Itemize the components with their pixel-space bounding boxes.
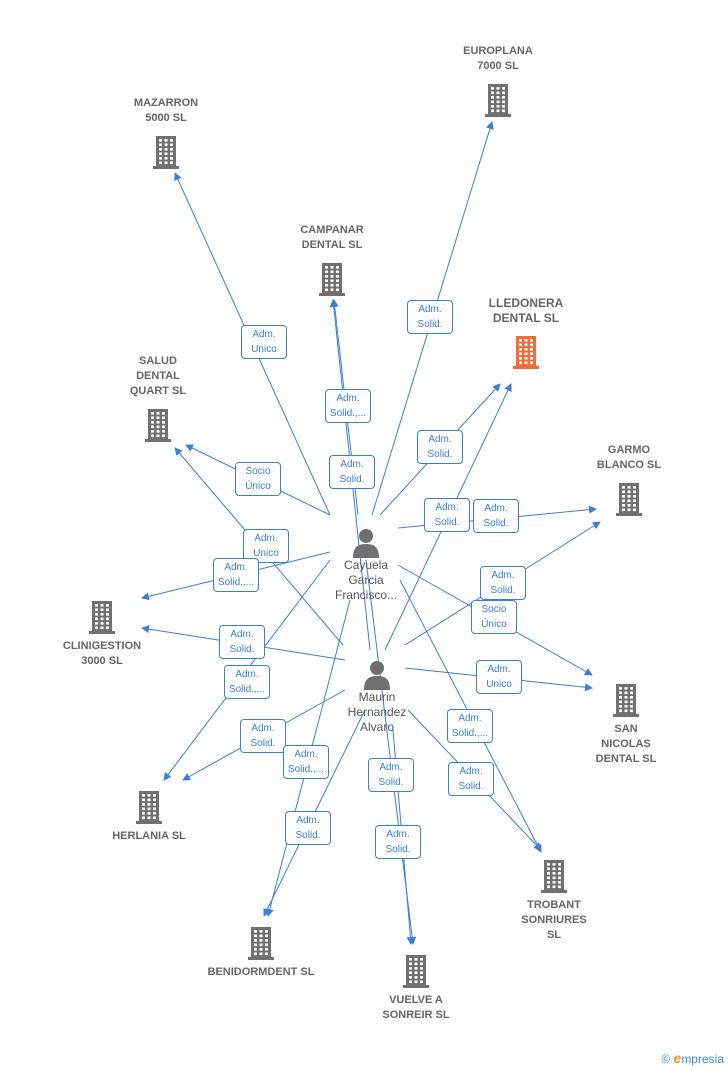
company-label: VUELVE A SONREIR SL xyxy=(382,994,450,1021)
company-campanar[interactable]: CAMPANAR DENTAL SL xyxy=(267,223,397,297)
edge-role-label: Adm. Solid. xyxy=(473,499,519,533)
edge-role-label: Adm. Solid. xyxy=(424,498,470,532)
building-icon xyxy=(461,334,591,370)
company-label: EUROPLANA 7000 SL xyxy=(463,45,533,72)
company-herlania[interactable]: HERLANIA SL xyxy=(84,789,214,844)
edge-role-label: Adm. Solid.,... xyxy=(213,558,259,592)
copyright-symbol: © xyxy=(661,1052,671,1066)
building-icon xyxy=(489,858,619,894)
company-label: BENIDORMDENT SL xyxy=(207,966,315,978)
company-label: LLEDONERA DENTAL SL xyxy=(488,296,564,325)
edge-role-label: Adm. Solid.,... xyxy=(325,389,371,423)
edge-role-label: Adm. Solid.,... xyxy=(224,665,270,699)
company-clinigestion[interactable]: CLINIGESTION 3000 SL xyxy=(37,599,167,669)
company-san_nicolas[interactable]: SAN NICOLAS DENTAL SL xyxy=(561,682,691,767)
edge-role-label: Adm. Solid. xyxy=(240,719,286,753)
edge-role-label: Adm. Solid. xyxy=(375,825,421,859)
edge-role-label: Socio Único xyxy=(235,462,281,496)
building-icon xyxy=(93,407,223,443)
company-label: HERLANIA SL xyxy=(112,830,186,842)
company-garmo[interactable]: GARMO BLANCO SL xyxy=(564,443,694,517)
edge-role-label: Adm. Solid.,... xyxy=(447,709,493,743)
footer-brand: © empresia xyxy=(661,1050,724,1066)
building-icon xyxy=(37,599,167,635)
edge-role-label: Adm. Solid. xyxy=(448,762,494,796)
edge-role-label: Adm. Unico xyxy=(243,529,289,563)
company-label: SAN NICOLAS DENTAL SL xyxy=(595,723,657,765)
brand-name: mpresia xyxy=(681,1052,724,1066)
building-icon xyxy=(433,82,563,118)
brand-logo-letter: e xyxy=(673,1050,682,1066)
company-label: CLINIGESTION 3000 SL xyxy=(62,640,142,667)
company-salud[interactable]: SALUD DENTAL QUART SL xyxy=(93,354,223,443)
company-lledonera[interactable]: LLEDONERA DENTAL SL xyxy=(461,296,591,370)
company-label: GARMO BLANCO SL xyxy=(596,444,662,471)
edge-role-label: Adm. Unico xyxy=(241,325,287,359)
edge-role-label: Socio Único xyxy=(471,600,517,634)
company-mazarron[interactable]: MAZARRON 5000 SL xyxy=(101,96,231,170)
company-vuelve[interactable]: VUELVE A SONREIR SL xyxy=(351,953,481,1023)
person-label: Cayuela Garcia Francisco... xyxy=(334,558,397,602)
building-icon xyxy=(351,953,481,989)
company-label: SALUD DENTAL QUART SL xyxy=(129,355,187,397)
edge-role-label: Adm. Unico xyxy=(476,660,522,694)
edge-role-label: Adm. Solid. xyxy=(417,430,463,464)
edge-role-label: Adm. Solid. xyxy=(480,566,526,600)
edge-role-label: Adm. Solid.,... xyxy=(283,745,329,779)
company-benidormdent[interactable]: BENIDORMDENT SL xyxy=(196,925,326,980)
person-icon xyxy=(322,660,432,690)
building-icon xyxy=(196,925,326,961)
person-cayuela[interactable]: Cayuela Garcia Francisco... xyxy=(311,528,421,603)
edge-role-label: Adm. Solid. xyxy=(407,300,453,334)
person-maurin[interactable]: Maurin Hernandez Alvaro xyxy=(322,660,432,735)
building-icon xyxy=(101,134,231,170)
building-icon xyxy=(84,789,214,825)
company-label: MAZARRON 5000 SL xyxy=(133,97,199,124)
building-icon xyxy=(561,682,691,718)
person-label: Maurin Hernandez Alvaro xyxy=(347,690,407,734)
edge-role-label: Adm. Solid. xyxy=(285,811,331,845)
person-icon xyxy=(311,528,421,558)
company-label: TROBANT SONRIURES SL xyxy=(521,899,587,941)
edge-role-label: Adm. Solid. xyxy=(329,455,375,489)
company-label: CAMPANAR DENTAL SL xyxy=(300,224,364,251)
edge-role-label: Adm. Solid. xyxy=(219,625,265,659)
building-icon xyxy=(564,481,694,517)
building-icon xyxy=(267,261,397,297)
company-trobant[interactable]: TROBANT SONRIURES SL xyxy=(489,858,619,943)
company-europlana[interactable]: EUROPLANA 7000 SL xyxy=(433,44,563,118)
edge-role-label: Adm. Solid. xyxy=(368,758,414,792)
